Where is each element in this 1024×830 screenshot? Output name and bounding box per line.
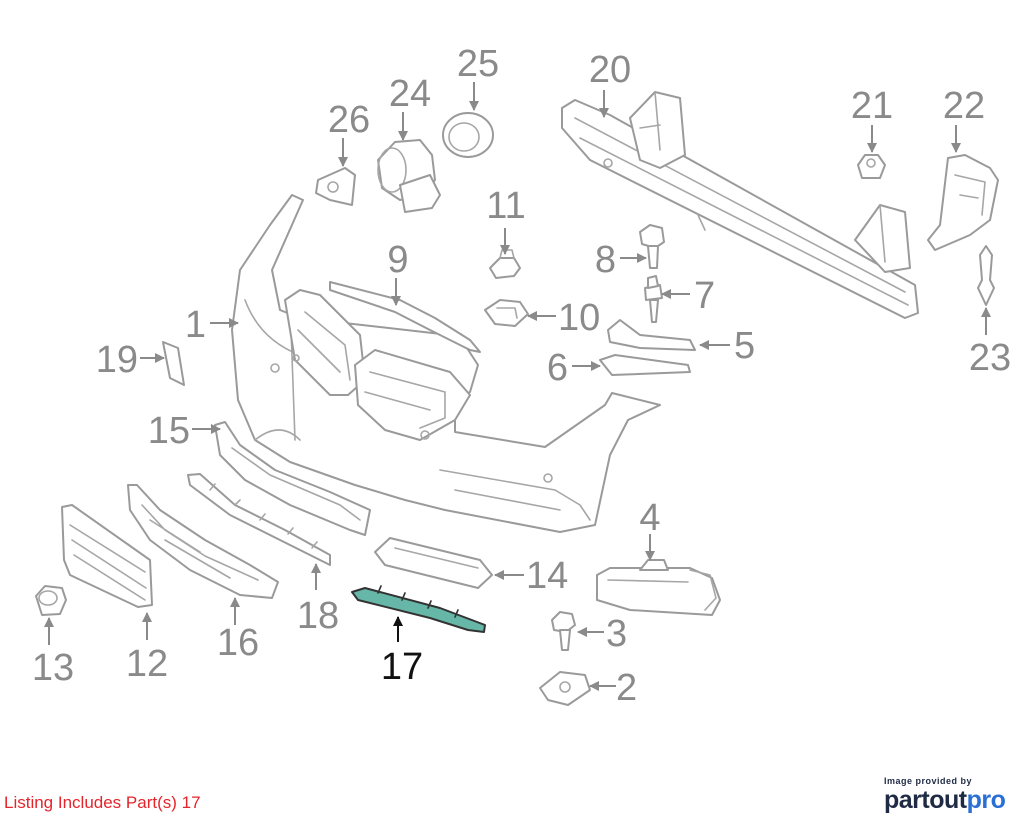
callout-7: 7 [694,275,715,317]
callout-3: 3 [606,613,627,655]
part-9-bracket-strip [329,281,481,353]
callout-4: 4 [639,497,660,539]
part-1-bumper-cover [231,194,661,533]
callout-21: 21 [851,85,893,127]
callout-26: 26 [328,99,370,141]
part-22-bracket [927,154,999,251]
part-21-nut [857,154,886,179]
part-23-pin [977,245,995,306]
callout-8: 8 [595,239,616,281]
partoutpro-logo: partoutpro [884,786,1006,815]
logo-text-out: out [929,786,967,814]
callout-5: 5 [734,325,755,367]
part-8-bolt [639,224,665,269]
part-11-clip [489,249,521,279]
callout-9: 9 [387,239,408,281]
part-20-reinforcement-bar [561,91,919,319]
callout-13: 13 [32,647,74,689]
part-6-bracket [599,354,691,376]
callout-labels: 1 2 3 4 5 6 7 8 9 10 11 12 13 14 15 16 1… [32,43,1011,709]
part-4-fog-light [596,559,721,616]
callout-24: 24 [389,73,431,115]
part-13-grommet [35,585,67,616]
part-14-duct [374,537,493,589]
callout-23: 23 [969,337,1011,379]
part-7-rivet [644,275,663,323]
leader-arrows [44,82,991,691]
callout-25: 25 [457,43,499,85]
part-16-lower-grille [127,484,279,599]
part-5-bracket [607,319,696,351]
callout-16: 16 [217,622,259,664]
logo-text-pro: pro [966,786,1006,814]
callout-17: 17 [381,646,423,688]
part-18-trim-strip [187,473,331,566]
part-25-grommet [442,112,494,158]
credit-caption: Image provided by [884,776,973,786]
part-3-bolt [551,611,576,651]
callout-10: 10 [558,297,600,339]
part-2-clip [539,671,591,706]
listing-includes-note: Listing Includes Part(s) 17 [4,793,201,812]
callout-14: 14 [526,555,568,597]
callout-2: 2 [616,667,637,709]
callout-22: 22 [943,85,985,127]
callout-15: 15 [148,410,190,452]
callout-12: 12 [126,643,168,685]
callout-19: 19 [96,339,138,381]
part-19-plate [162,341,185,386]
part-10-clip [484,299,529,327]
callout-11: 11 [486,185,525,227]
part-15-grille-frame [214,421,371,536]
part-24-parking-sensor [377,139,441,213]
callout-1: 1 [185,304,206,346]
callout-18: 18 [297,595,339,637]
part-26-sensor-holder [315,167,356,206]
callout-6: 6 [547,347,568,389]
part-17-trim-strip-highlighted [351,585,486,633]
logo-text-part: part [884,786,930,814]
part-12-license-bracket [61,504,153,608]
image-credit: Image provided by partoutpro [884,776,1016,824]
callout-20: 20 [589,49,631,91]
